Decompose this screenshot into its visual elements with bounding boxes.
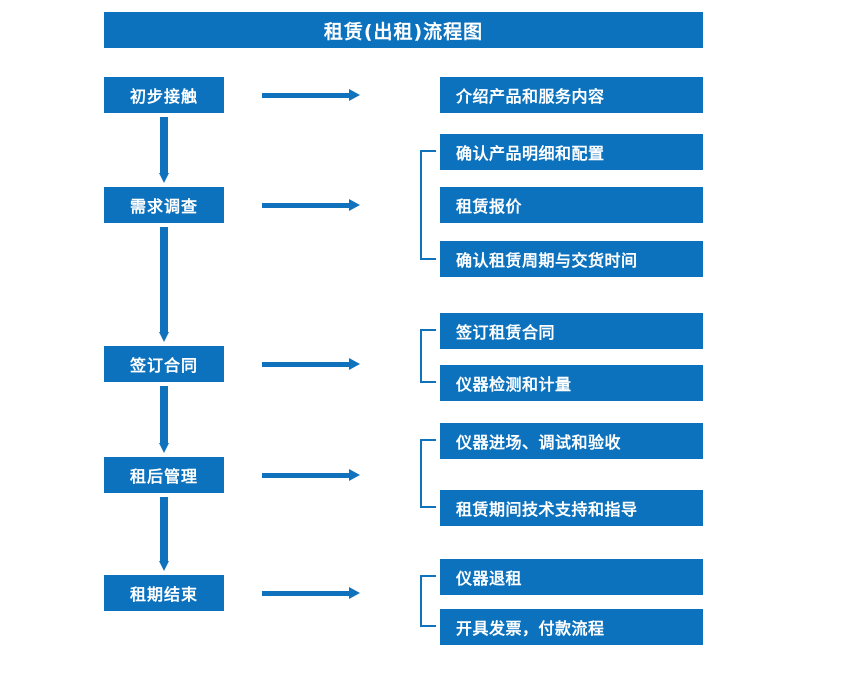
down-arrow-initial-to-needs	[159, 117, 169, 183]
stage-box-sign-contract[interactable]: 签订合同	[104, 346, 224, 382]
group-bracket-post-rental-management	[420, 439, 436, 508]
detail-box-confirm-lease-period[interactable]: 确认租赁周期与交货时间	[440, 241, 703, 277]
arrow-head	[349, 89, 360, 101]
flowchart-title: 租赁(出租)流程图	[104, 12, 703, 48]
arrow-stem	[160, 117, 168, 173]
arrow-head	[349, 358, 360, 370]
down-arrow-post-rental-to-lease-end	[159, 497, 169, 571]
detail-box-instrument-delivery-commissioning[interactable]: 仪器进场、调试和验收	[440, 423, 703, 459]
stage-box-needs-survey[interactable]: 需求调查	[104, 187, 224, 223]
right-arrow-sign-contract	[262, 358, 360, 370]
stage-box-lease-end[interactable]: 租期结束	[104, 575, 224, 611]
detail-box-introduce-products[interactable]: 介绍产品和服务内容	[440, 77, 703, 113]
arrow-stem	[262, 473, 350, 478]
detail-box-rental-quotation[interactable]: 租赁报价	[440, 187, 703, 223]
arrow-head	[349, 587, 360, 599]
arrow-head	[159, 332, 169, 342]
stage-box-post-rental-management[interactable]: 租后管理	[104, 457, 224, 493]
arrow-stem	[262, 591, 350, 596]
arrow-stem	[262, 203, 350, 208]
right-arrow-needs-survey	[262, 199, 360, 211]
arrow-head	[349, 469, 360, 481]
arrow-head	[159, 443, 169, 453]
arrow-stem	[160, 227, 168, 332]
detail-box-sign-lease-contract[interactable]: 签订租赁合同	[440, 313, 703, 349]
arrow-stem	[160, 386, 168, 443]
right-arrow-initial-contact	[262, 89, 360, 101]
down-arrow-needs-to-contract	[159, 227, 169, 342]
group-bracket-sign-contract	[420, 329, 436, 383]
right-arrow-lease-end	[262, 587, 360, 599]
down-arrow-contract-to-post-rental	[159, 386, 169, 453]
detail-box-instrument-return[interactable]: 仪器退租	[440, 559, 703, 595]
arrow-stem	[160, 497, 168, 561]
stage-box-initial-contact[interactable]: 初步接触	[104, 77, 224, 113]
detail-box-invoice-payment[interactable]: 开具发票，付款流程	[440, 609, 703, 645]
arrow-head	[349, 199, 360, 211]
group-bracket-needs-survey	[420, 150, 436, 260]
arrow-stem	[262, 93, 350, 98]
detail-box-technical-support[interactable]: 租赁期间技术支持和指导	[440, 490, 703, 526]
group-bracket-lease-end	[420, 575, 436, 627]
right-arrow-post-rental-management	[262, 469, 360, 481]
detail-box-confirm-product-specs[interactable]: 确认产品明细和配置	[440, 134, 703, 170]
arrow-head	[159, 561, 169, 571]
detail-box-instrument-inspection[interactable]: 仪器检测和计量	[440, 365, 703, 401]
arrow-stem	[262, 362, 350, 367]
arrow-head	[159, 173, 169, 183]
